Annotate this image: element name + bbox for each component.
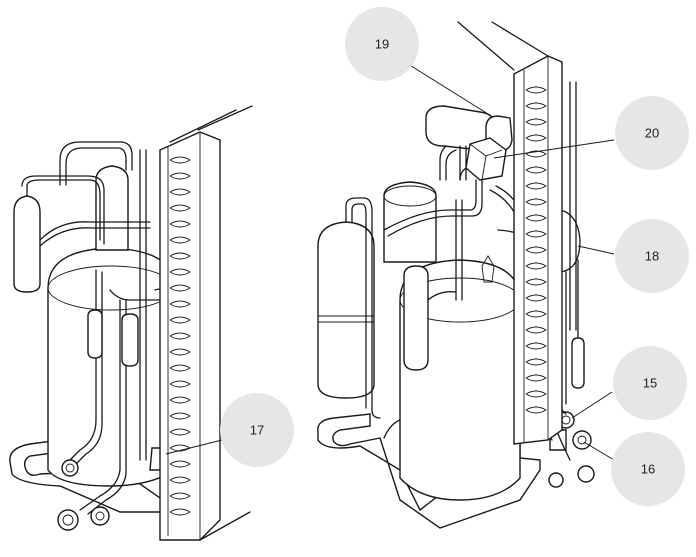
callout-19: 19 — [345, 7, 419, 81]
leader-19 — [407, 63, 489, 115]
leader-15 — [571, 391, 613, 419]
callout-label-17: 17 — [250, 423, 264, 438]
callout-18: 18 — [615, 219, 689, 293]
callout-label-15: 15 — [643, 376, 657, 391]
leader-18 — [577, 245, 615, 255]
callout-17: 17 — [220, 393, 294, 467]
callout-label-16: 16 — [641, 462, 655, 477]
left-compressor-assembly — [9, 105, 253, 541]
callout-20: 20 — [615, 96, 689, 170]
callout-label-20: 20 — [645, 126, 659, 141]
callout-label-19: 19 — [375, 37, 389, 52]
callout-label-18: 18 — [645, 249, 659, 264]
leader-17 — [165, 439, 223, 455]
right-compressor-assembly — [317, 21, 595, 529]
callout-16: 16 — [611, 432, 685, 506]
leader-lines — [165, 63, 615, 461]
leader-16 — [583, 441, 615, 461]
leader-20 — [493, 139, 615, 159]
callout-15: 15 — [613, 346, 687, 420]
